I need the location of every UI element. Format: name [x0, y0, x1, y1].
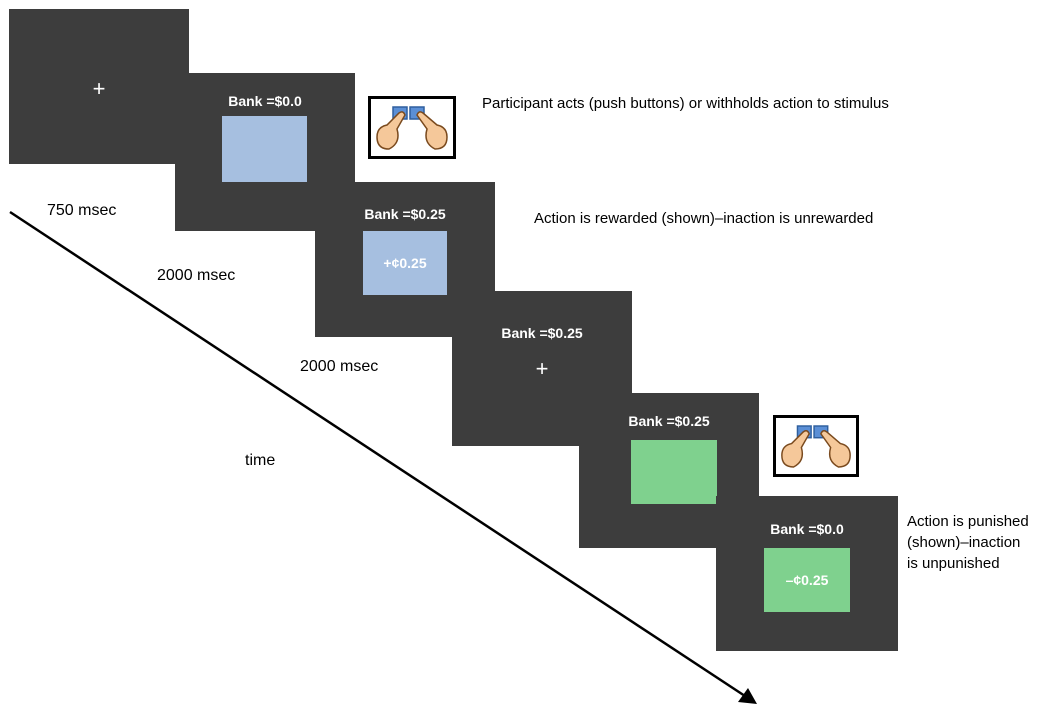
duration-label-stimulus: 2000 msec	[157, 267, 236, 284]
hands-pressing-buttons-icon	[773, 415, 859, 477]
hands-pressing-buttons-icon	[368, 96, 456, 159]
bank-label: Bank =$0.25	[628, 413, 710, 429]
annotation-punish-line1: Action is punished	[907, 513, 1029, 530]
annotation-act: Participant acts (push buttons) or withh…	[482, 95, 889, 112]
bank-label: Bank =$0.0	[228, 93, 302, 109]
bank-label: Bank =$0.0	[770, 521, 844, 537]
fixation-screen-1: +	[9, 9, 189, 164]
blue-stimulus	[222, 116, 307, 182]
annotation-punish-line3: is unpunished	[907, 555, 1000, 572]
punishment-stimulus: –¢0.25	[764, 548, 850, 612]
bank-label: Bank =$0.25	[501, 325, 583, 341]
duration-label-feedback: 2000 msec	[300, 358, 379, 375]
fixation-cross: +	[535, 356, 549, 381]
time-label: time	[245, 452, 276, 469]
annotation-punish-line2: (shown)–inaction	[907, 534, 1021, 551]
punishment-feedback-screen: Bank =$0.0 –¢0.25	[716, 496, 898, 651]
annotation-reward: Action is rewarded (shown)–inaction is u…	[534, 210, 874, 227]
reward-stimulus: +¢0.25	[363, 231, 447, 295]
fixation-cross: +	[92, 76, 106, 101]
duration-label-fixation: 750 msec	[47, 202, 117, 219]
green-stimulus	[631, 440, 717, 504]
bank-label: Bank =$0.25	[364, 206, 446, 222]
